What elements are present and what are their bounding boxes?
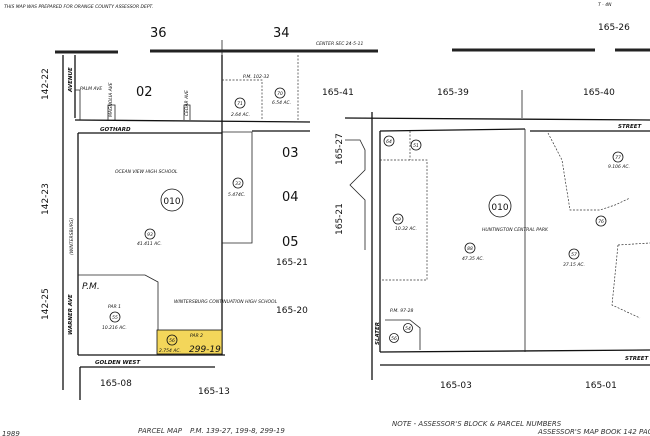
parcel-71[interactable]: 71 [237,101,243,107]
pm-102-32: P.M. 102-32 [243,74,269,80]
header-corner: T - 4N [598,2,612,8]
parcel-64[interactable]: 64 [386,139,392,145]
street-avenue: AVENUE [68,67,74,93]
parcel-56-left[interactable]: 56 [169,338,175,344]
par-2: PAR 2 [190,333,203,339]
parcel-70-area: 6.54 AC. [272,100,291,106]
parcel-56-area: 2.754 AC. [159,348,181,354]
parcel-56-right[interactable]: 56 [391,336,397,342]
parcel-39[interactable]: 39 [395,217,401,223]
book-page-142-25: 142-25 [41,288,51,320]
roads-left [62,55,311,400]
book-page-165-41: 165-41 [322,88,354,98]
parcel-39-area: 10.32 AC. [395,226,417,232]
parcel-93-area: 41.411 AC. [137,241,162,247]
pm-label: P.M. [82,282,100,292]
block-05: 05 [282,235,299,250]
parcel-33[interactable]: 33 [235,181,241,187]
book-page-165-21-vertical: 165-21 [335,203,345,235]
parcel-57-area: 37.15 AC. [563,262,585,268]
parcel-76[interactable]: 76 [598,219,604,225]
street-wintersburg: (WINTERSBURG) [69,218,75,255]
book-page-165-21: 165-21 [276,258,308,268]
footer-parcel-map: PARCEL MAP [138,427,183,435]
parcel-88-area: 47.35 AC. [462,256,484,262]
map-number-left: 010 [163,197,180,207]
section-36: 36 [150,26,167,41]
pm-97-28: P.M. 97-28 [390,308,413,314]
parcel-33-area: 5.474C. [228,192,245,198]
street-golden-west: GOLDEN WEST [95,360,141,366]
parcel-93[interactable]: 93 [147,232,153,238]
book-page-165-27: 165-27 [335,133,345,165]
book-page-165-40: 165-40 [583,88,615,98]
parcel-55[interactable]: 55 [112,315,118,321]
book-page-142-22: 142-22 [41,68,51,100]
parcel-55-area: 10.216 AC. [102,325,127,331]
street-palm: PALM AVE [80,86,102,92]
street-warner: WARNER AVE [68,294,74,335]
street-bottom-right: STREET [625,356,649,362]
parcel-70[interactable]: 70 [277,91,283,97]
footer-year: 1989 [2,430,20,436]
map-number-right: 010 [491,203,508,213]
section-lines [55,40,650,56]
parcel-71-area: 2.64 AC. [231,112,250,118]
book-page-165-26: 165-26 [598,23,630,33]
street-gothard: GOTHARD [100,127,131,133]
section-34: 34 [273,26,290,41]
center-section-label: CENTER SEC 24-5-11 [316,41,363,47]
street-magnolia: MAGNOLIA AVE [108,82,114,117]
book-page-165-39: 165-39 [437,88,469,98]
street-top-right: STREET [618,124,642,130]
parcel-51[interactable]: 51 [413,143,419,149]
parcel-57[interactable]: 57 [571,252,577,258]
book-page-142-23: 142-23 [41,183,51,215]
block-04: 04 [282,190,299,205]
book-page-165-20: 165-20 [276,306,308,316]
book-page-165-01: 165-01 [585,381,617,391]
block-02: 02 [136,85,153,100]
book-page-165-03: 165-03 [440,381,472,391]
roads-right [344,90,650,380]
block-03: 03 [282,146,299,161]
parcel-88[interactable]: 88 [467,246,473,252]
footer-note: NOTE - ASSESSOR'S BLOCK & PARCEL NUMBERS [392,420,562,428]
footer-book: ASSESSOR'S MAP BOOK 142 PAGE 01 [537,428,650,436]
ocean-view-high-school: OCEAN VIEW HIGH SCHOOL [115,169,178,175]
book-page-165-08: 165-08 [100,379,132,389]
parcel-77-area: 9.106 AC. [608,164,630,170]
book-page-165-13: 165-13 [198,387,230,397]
wintersburg-school: WINTERSBURG CONTINUATION HIGH SCHOOL [174,299,278,305]
header-note: THIS MAP WAS PREPARED FOR ORANGE COUNTY … [4,4,154,10]
huntington-central-park: HUNTINGTON CENTRAL PARK [482,227,549,233]
street-cedar: CEDAR AVE [184,90,190,116]
par-1: PAR 1 [108,304,121,310]
parcel-54[interactable]: 54 [405,326,411,332]
parcel-77[interactable]: 77 [615,155,621,161]
highlight-ref: 299-19 [189,345,221,355]
street-slater: SLATER [375,322,381,345]
footer-pm-refs: P.M. 139-27, 199-8, 299-19 [190,427,285,435]
